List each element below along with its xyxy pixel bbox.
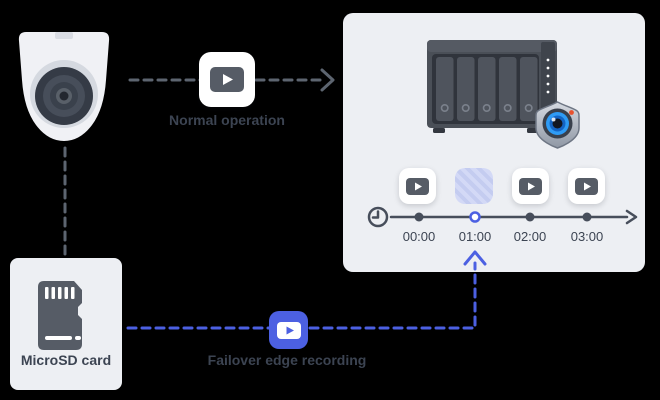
failover-edge-recording-label: Failover edge recording [207, 352, 367, 368]
timeline-tick-label: 00:00 [402, 229, 436, 244]
ip-camera-illustration [18, 32, 110, 141]
video-clip-icon [512, 168, 549, 204]
nas-drive-bays [436, 57, 538, 121]
drive-bay-screws [440, 104, 533, 113]
timeline-tick-label-highlighted: 01:00 [458, 229, 492, 244]
surveillance-camera-lens [542, 108, 573, 139]
microsd-card-icon [38, 281, 82, 350]
nas-device-illustration [427, 40, 557, 133]
surveillance-shield-icon [535, 101, 580, 149]
timeline-tick-label: 02:00 [513, 229, 547, 244]
camera-mount-notch [55, 32, 73, 39]
timeline-tick-label: 03:00 [570, 229, 604, 244]
video-clip-icon [568, 168, 605, 204]
camera-lens [35, 67, 93, 125]
missing-clip-placeholder [455, 168, 493, 204]
video-clip-icon [399, 168, 436, 204]
nas-led-lights [546, 58, 550, 94]
video-play-icon [199, 52, 255, 107]
microsd-pins [45, 287, 75, 299]
recording-dot [569, 110, 574, 115]
arrow-right-icon [320, 68, 335, 92]
failover-video-icon [269, 311, 308, 349]
normal-operation-label: Normal operation [169, 112, 285, 128]
microsd-card-label: MicroSD card [20, 352, 112, 368]
